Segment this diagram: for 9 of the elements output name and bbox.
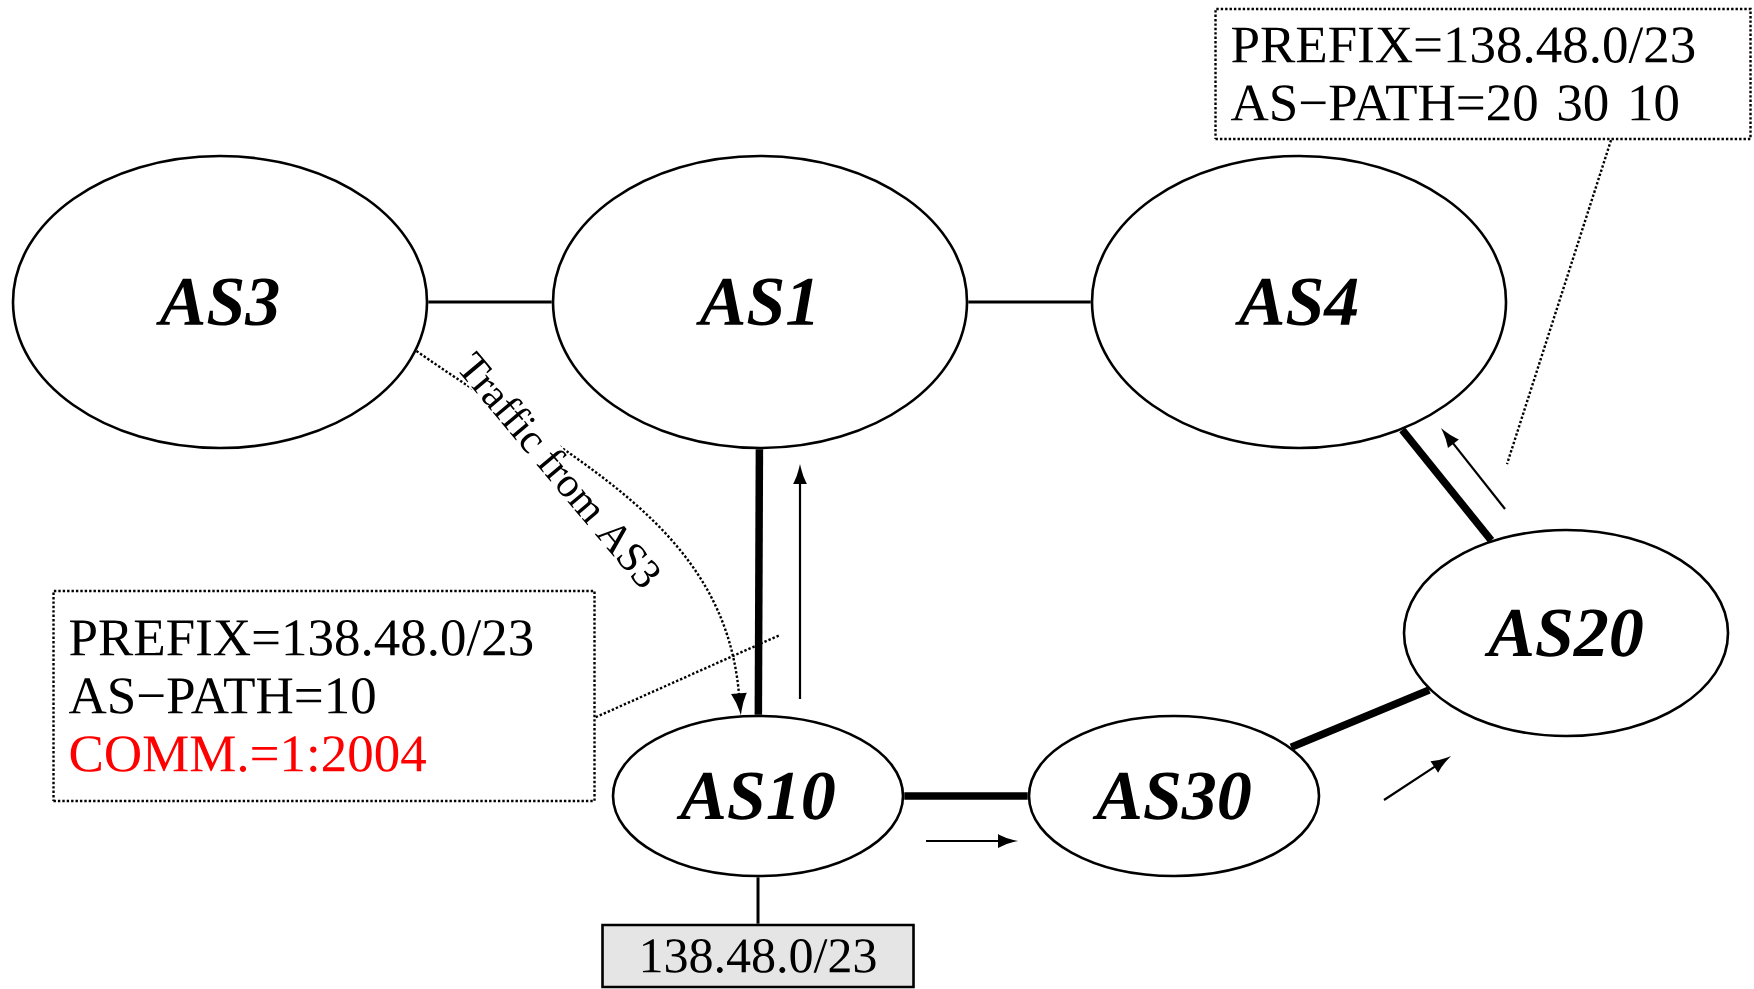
link-line [1289, 686, 1431, 751]
leader-line [1505, 139, 1613, 465]
link-line [428, 300, 552, 304]
leader-line [595, 633, 781, 719]
link-line [1399, 427, 1495, 543]
link-line [968, 300, 1091, 304]
callout-box: PREFIX=138.48.0/23 AS−PATH=20 30 10 [1214, 7, 1752, 141]
link-line [756, 877, 760, 924]
prefix-box: 138.48.0/23 [601, 923, 915, 989]
